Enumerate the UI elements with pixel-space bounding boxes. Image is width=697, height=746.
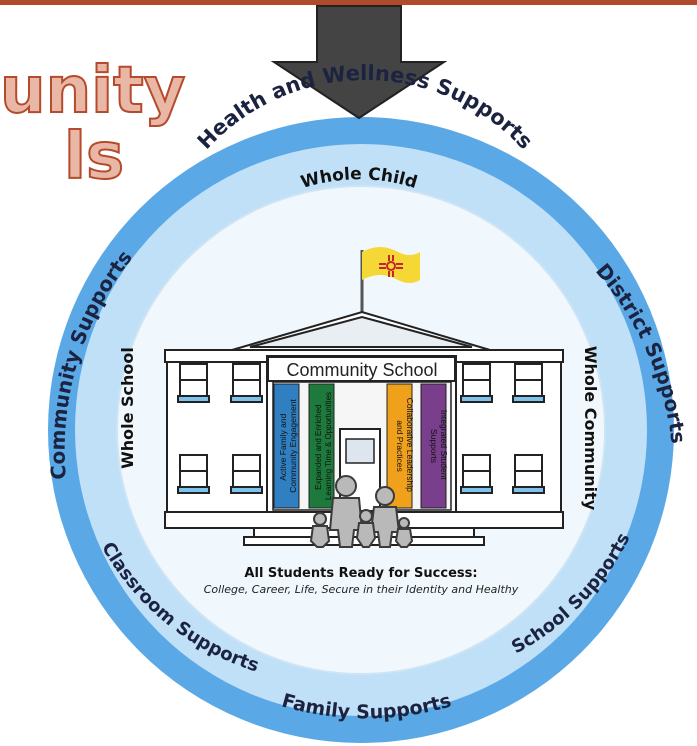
outcome-heading: All Students Ready for Success: (244, 566, 477, 581)
pillar-label-line: Integrated Student (439, 410, 449, 481)
pillar-label-line: Active Family and (278, 413, 288, 480)
svg-text:Collaborative Leadership: Collaborative Leadership and Practices (395, 398, 415, 494)
flag (360, 247, 420, 315)
window (460, 454, 493, 494)
title-line-2: ls (63, 120, 125, 194)
pillar-collaborative-leadership: Collaborative Leadership and Practices (386, 383, 415, 509)
family-figures-icon (309, 475, 414, 548)
pillar-label-line: and Practices (395, 420, 405, 472)
pillar-label-line: Community Engagement (288, 399, 298, 493)
pillar-expanded-learning: Expanded and Enriched Learning Time & Op… (308, 383, 335, 509)
pillar-integrated-supports: Integrated Student Supports (420, 383, 449, 509)
building-sign (267, 356, 456, 382)
svg-text:Integrated Student Suppo: Integrated Student Supports (429, 410, 449, 482)
zia-sun-icon (379, 255, 403, 277)
window (230, 363, 263, 403)
pillar-label-line: Learning Time & Opportunities (324, 392, 333, 500)
window (512, 363, 545, 403)
flag-banner (362, 247, 420, 283)
window (177, 363, 210, 403)
pillar-label-line: Expanded and Enriched (314, 404, 323, 489)
inner-label-whole-community: Whole Community (581, 346, 600, 511)
pillar-family-engagement: Active Family and Community Engagement (273, 383, 300, 509)
window (460, 363, 493, 403)
inner-label-whole-school: Whole School (118, 347, 137, 469)
svg-text:Active Family and Commun: Active Family and Community Engagement (278, 399, 298, 493)
window (512, 454, 545, 494)
top-border-bar (0, 0, 697, 5)
svg-text:Expanded and Enriched Le: Expanded and Enriched Learning Time & Op… (314, 392, 333, 500)
window (230, 454, 263, 494)
page-title: unity ls (0, 57, 186, 194)
title-line-1: unity (0, 54, 186, 128)
building-sign-text: Community School (286, 360, 437, 380)
window (177, 454, 210, 494)
pillar-label-line: Collaborative Leadership (405, 398, 415, 492)
pillar-label-line: Supports (429, 429, 439, 463)
outcome-subheading: College, Career, Life, Secure in their I… (204, 583, 519, 596)
down-arrow-icon (270, 5, 448, 120)
